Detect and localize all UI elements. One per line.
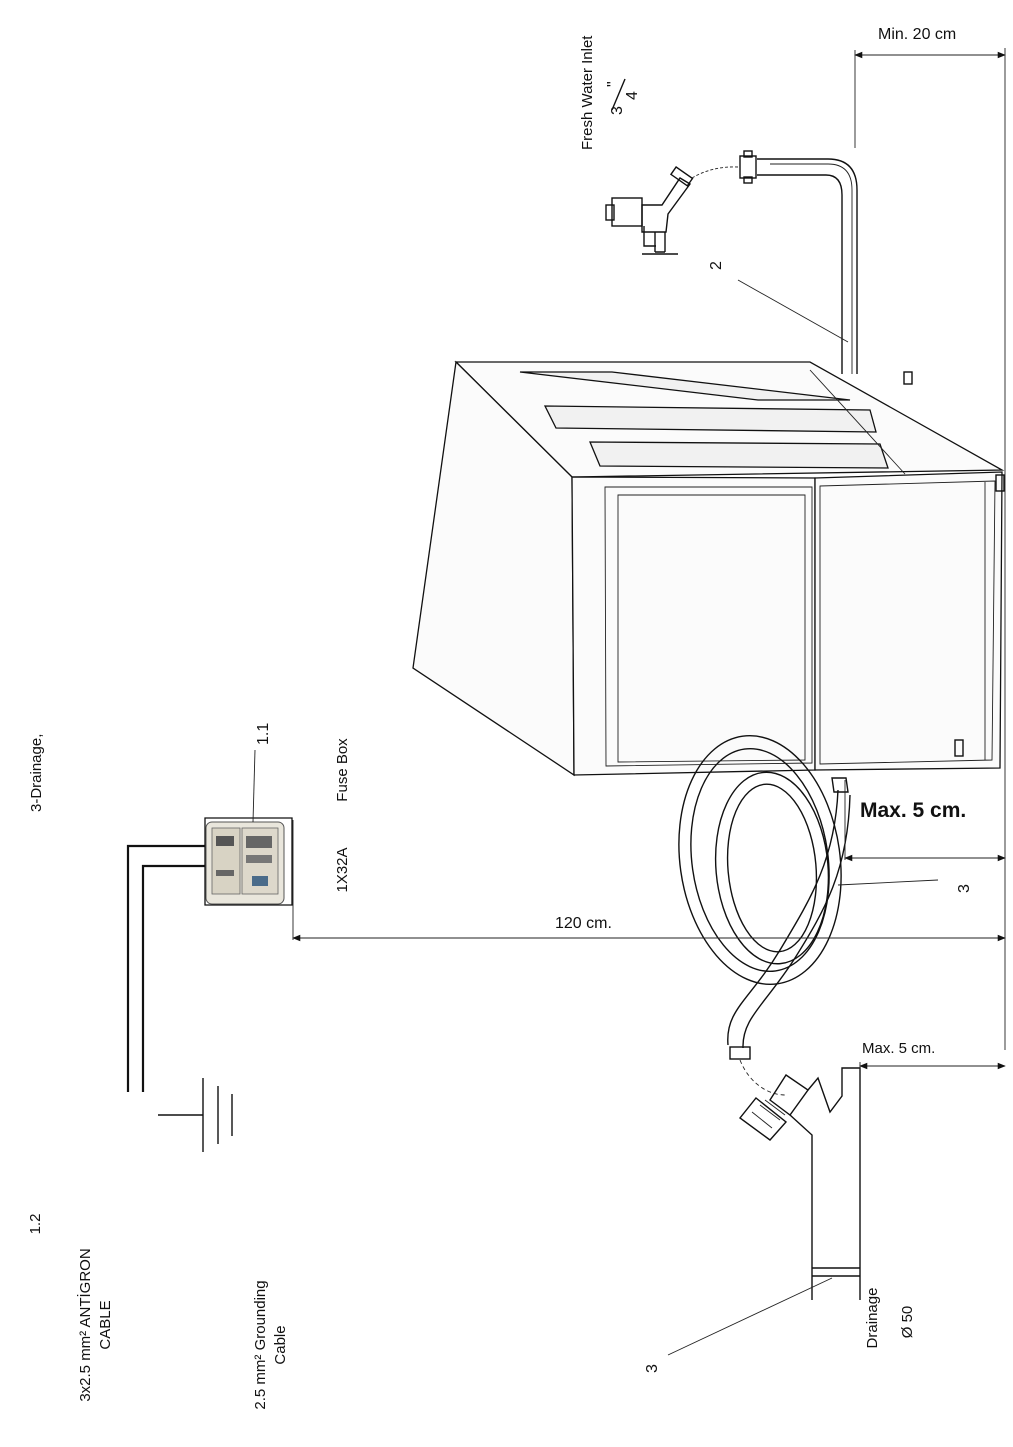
drain-hose-coil bbox=[678, 735, 851, 1060]
min-20-label: Min. 20 cm bbox=[878, 26, 956, 43]
diameter-label: Ø 50 bbox=[899, 1306, 916, 1339]
callout-3-right-leader bbox=[837, 879, 939, 886]
antigron-label-line1: 3x2.5 mm² ANTİGRON bbox=[76, 1248, 94, 1401]
dist-120-label: 120 cm. bbox=[555, 915, 612, 932]
thread-fraction: 3 " 4 bbox=[605, 78, 641, 115]
washing-machine bbox=[412, 360, 1005, 777]
max-5-bold-dimension bbox=[844, 780, 1006, 862]
drainage-top-label: 3-Drainage, bbox=[28, 734, 45, 812]
fresh-water-inlet-label: Fresh Water Inlet bbox=[579, 35, 596, 150]
max-5-bold-label: Max. 5 cm. bbox=[860, 799, 966, 822]
max-5-small-dimension bbox=[859, 1062, 1006, 1070]
drainage-label: Drainage bbox=[864, 1288, 881, 1349]
callout-2-leader bbox=[737, 279, 849, 343]
max-5-small-label: Max. 5 cm. bbox=[862, 1040, 935, 1057]
inlet-dashed-connector bbox=[691, 166, 739, 179]
drain-pipe-icon bbox=[738, 1067, 861, 1300]
hose-fitting bbox=[739, 150, 757, 184]
fraction-slash bbox=[611, 78, 626, 111]
water-tap-icon bbox=[605, 166, 694, 255]
antigron-label-line2: CABLE bbox=[97, 1300, 114, 1349]
callout-1-2: 1.2 bbox=[27, 1214, 44, 1235]
callout-3-left-leader bbox=[667, 1277, 833, 1356]
fraction-numerator: 3 bbox=[609, 106, 626, 115]
amp-rating-label: 1X32A bbox=[334, 847, 351, 892]
fraction-denominator: 4 bbox=[624, 91, 641, 100]
callout-3-left: 3 bbox=[644, 1364, 661, 1373]
inch-mark: " bbox=[605, 81, 622, 87]
fuse-box-label: Fuse Box bbox=[334, 738, 351, 802]
supply-hose bbox=[757, 158, 858, 374]
callout-2: 2 bbox=[708, 261, 725, 270]
antigron-cable bbox=[126, 844, 205, 1092]
ground-symbol-icon bbox=[158, 1078, 233, 1152]
callout-1-1-leader bbox=[252, 749, 256, 823]
callout-1-1: 1.1 bbox=[255, 723, 272, 745]
ground-label-line2: Cable bbox=[272, 1325, 289, 1364]
drain-dashed-connector bbox=[739, 1059, 786, 1096]
fuse-breaker-icon bbox=[204, 817, 293, 906]
ground-label-line1: 2.5 mm² Grounding bbox=[252, 1280, 269, 1409]
callout-3-right: 3 bbox=[956, 884, 973, 893]
min-20-dimension: Min. 20 cm bbox=[854, 26, 1006, 1050]
